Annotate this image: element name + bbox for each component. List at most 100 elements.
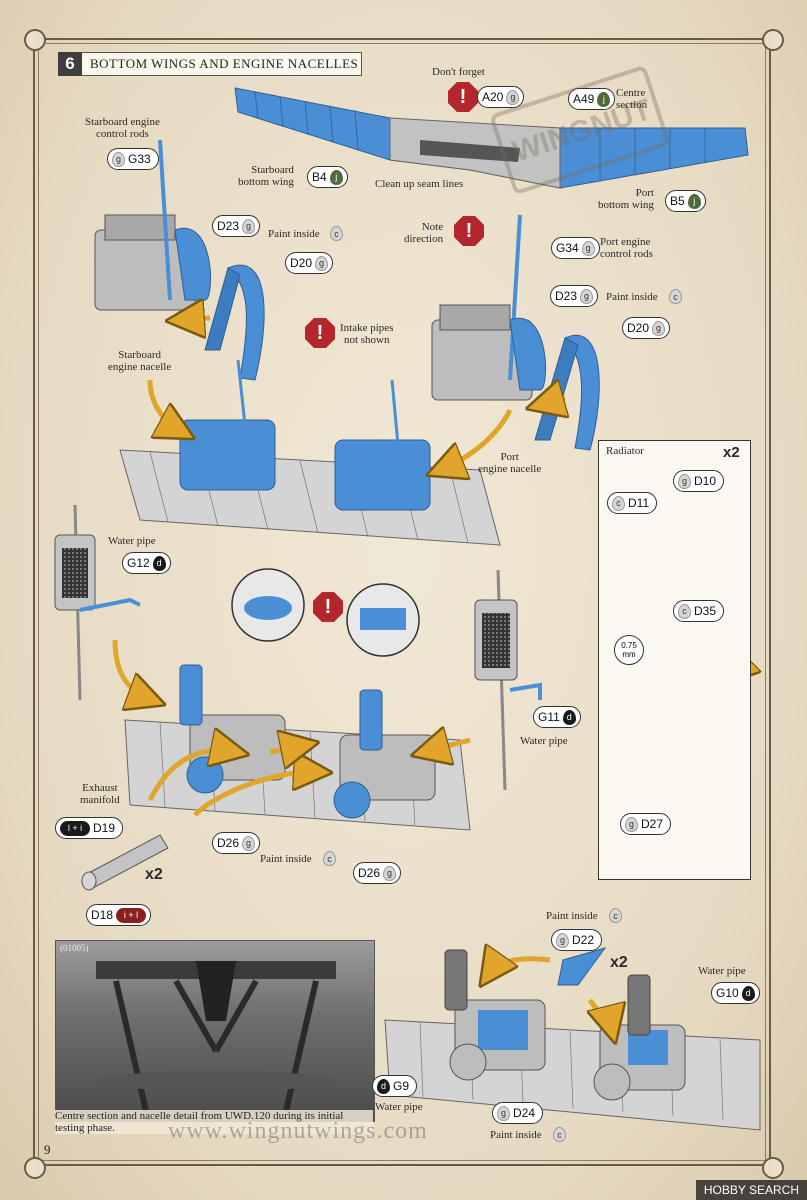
part-code: D20 bbox=[290, 256, 313, 270]
part-code: G33 bbox=[128, 152, 151, 166]
page-frame bbox=[33, 38, 771, 1166]
part-code: D27 bbox=[641, 817, 664, 831]
paint-g-icon: g bbox=[242, 835, 256, 851]
part-code: D24 bbox=[513, 1106, 536, 1120]
centre-section-label: Centre section bbox=[616, 87, 648, 111]
warning-icon: ! bbox=[313, 592, 343, 622]
website-watermark: www.wingnutwings.com bbox=[168, 1118, 428, 1144]
paint-g-icon: g bbox=[497, 1105, 510, 1121]
port-nacelle-part bbox=[564, 335, 600, 451]
clean-up-seam-lines-label: Clean up seam lines bbox=[375, 178, 464, 190]
exhaust-manifold-part bbox=[81, 834, 169, 891]
paint-c-icon: c bbox=[609, 908, 622, 923]
part-code: G10 bbox=[716, 986, 739, 1000]
radiator-left bbox=[54, 504, 141, 701]
paint-g-icon: g bbox=[625, 816, 638, 832]
paint-l-i-icon: l + i bbox=[60, 820, 90, 836]
paint-inside-label: Paint inside bbox=[490, 1129, 542, 1141]
paint-j-icon: j bbox=[687, 193, 701, 209]
frame-corner bbox=[24, 1157, 46, 1179]
radiator-label: Radiator bbox=[606, 445, 644, 457]
paint-inside-label: Paint inside bbox=[268, 228, 320, 240]
paint-g-icon: g bbox=[315, 255, 329, 271]
part-code: G11 bbox=[538, 710, 560, 724]
water-pipe-label: Water pipe bbox=[520, 735, 568, 747]
exhaust-quantity: x2 bbox=[145, 866, 163, 883]
paint-g-icon: g bbox=[242, 218, 256, 234]
page-number: 9 bbox=[44, 1142, 51, 1157]
starboard-control-rods-label: Starboard engine control rods bbox=[85, 116, 160, 140]
paint-c-icon: c bbox=[678, 603, 691, 619]
paint-c-icon: c bbox=[330, 226, 343, 241]
starboard-engine-assembly bbox=[94, 139, 212, 311]
hobby-search-brand: HOBBY SEARCH bbox=[695, 1180, 807, 1200]
port-engine-assembly bbox=[431, 214, 547, 401]
warning-icon: ! bbox=[448, 82, 478, 112]
radiator-right bbox=[474, 569, 542, 791]
paint-i-l-icon: i + l bbox=[116, 907, 147, 923]
part-code: D23 bbox=[217, 219, 240, 233]
part-code: D23 bbox=[555, 289, 578, 303]
part-code: G12 bbox=[127, 556, 150, 570]
warning-icon: ! bbox=[305, 318, 335, 348]
paint-g-icon: g bbox=[383, 865, 397, 881]
paint-d-icon: d bbox=[377, 1078, 390, 1094]
note-direction-label: Note direction bbox=[404, 221, 444, 245]
paint-d-icon: d bbox=[152, 555, 166, 571]
intake-pipes-label: Intake pipes not shown bbox=[340, 322, 394, 346]
exhaust-manifold-label: Exhaust manifold bbox=[80, 782, 120, 806]
bottom-wing-top bbox=[234, 87, 749, 189]
port-bottom-wing-label: Port bottom wing bbox=[598, 187, 654, 211]
part-code: D26 bbox=[358, 866, 381, 880]
starboard-nacelle-part bbox=[227, 264, 265, 381]
paint-g-icon: g bbox=[112, 151, 125, 167]
dont-forget-label: Don't forget bbox=[432, 66, 485, 78]
part-code: D18 bbox=[91, 908, 114, 922]
step-header: 6 BOTTOM WINGS AND ENGINE NACELLES bbox=[58, 51, 362, 76]
starboard-bottom-wing-label: Starboard bottom wing bbox=[238, 164, 294, 188]
part-code: D35 bbox=[694, 604, 717, 618]
d22-quantity: x2 bbox=[610, 954, 628, 971]
paint-g-icon: g bbox=[506, 89, 520, 105]
reference-photo: (01005) bbox=[55, 940, 375, 1122]
starboard-nacelle-label: Starboard engine nacelle bbox=[108, 349, 172, 373]
photo-caption: Centre section and nacelle detail from U… bbox=[55, 1110, 373, 1134]
warning-icon: ! bbox=[454, 216, 484, 246]
paint-d-icon: d bbox=[741, 985, 755, 1001]
drill-size-marker: 0.75 mm bbox=[614, 635, 644, 665]
port-nacelle-label: Port engine nacelle bbox=[478, 451, 542, 475]
radiator-quantity: x2 bbox=[723, 444, 740, 461]
wing-with-engines-1 bbox=[119, 359, 501, 546]
frame-corner bbox=[762, 29, 784, 51]
part-code: A49 bbox=[573, 92, 595, 106]
paint-g-icon: g bbox=[556, 932, 569, 948]
part-code: A20 bbox=[482, 90, 504, 104]
frame-corner bbox=[762, 1157, 784, 1179]
part-code: D19 bbox=[93, 821, 116, 835]
paint-j-icon: j bbox=[329, 169, 343, 185]
paint-inside-label: Paint inside bbox=[546, 910, 598, 922]
part-code: D10 bbox=[694, 474, 717, 488]
water-pipe-label: Water pipe bbox=[698, 965, 746, 977]
paint-g-icon: g bbox=[580, 288, 594, 304]
paint-c-icon: c bbox=[553, 1127, 566, 1142]
